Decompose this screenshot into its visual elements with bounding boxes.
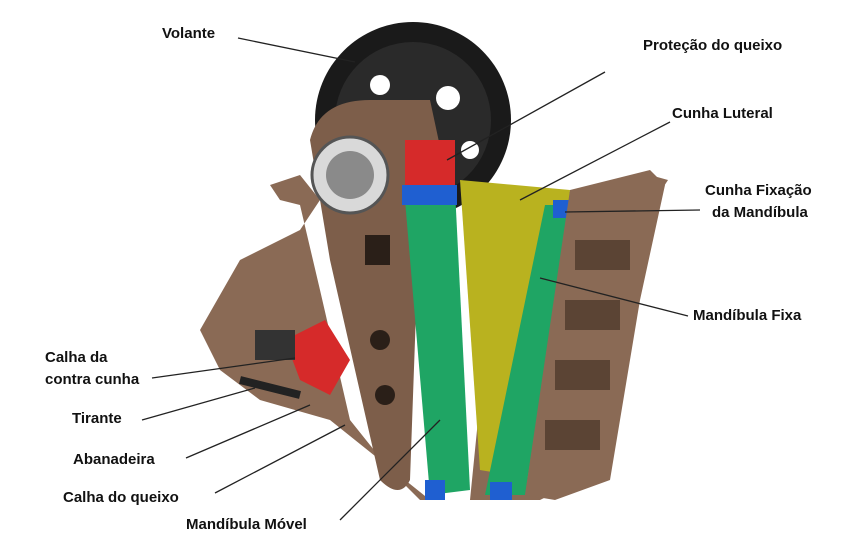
label-protecao-do-queixo: Proteção do queixo (643, 37, 783, 54)
tie-rod-spring (239, 376, 301, 399)
label-cunha-fixacao-2: da Mandíbula (712, 204, 808, 221)
leader-lines (141, 37, 701, 521)
label-tirante: Tirante (72, 410, 122, 427)
label-volante: Volante (162, 25, 216, 42)
label-calha-contra-2: contra cunha (45, 371, 140, 388)
label-mandibula-fixa: Mandíbula Fixa (693, 307, 802, 324)
label-cunha-fixacao-1: Cunha Fixação (705, 182, 812, 199)
shaft (326, 151, 374, 199)
toggle-seat (285, 320, 350, 395)
label-mandibula-movel: Mandíbula Móvel (186, 516, 307, 533)
frame-ribs (545, 240, 630, 450)
label-calha-do-queixo: Calha do queixo (63, 489, 179, 506)
label-cunha-luteral: Cunha Luteral (672, 105, 773, 122)
fixed-jaw-plate (485, 205, 570, 495)
label-calha-contra-1: Calha da (45, 349, 108, 366)
label-abanadeira: Abanadeira (73, 451, 155, 468)
moving-jaw-plate (405, 190, 470, 495)
jaw-guard (405, 140, 455, 185)
